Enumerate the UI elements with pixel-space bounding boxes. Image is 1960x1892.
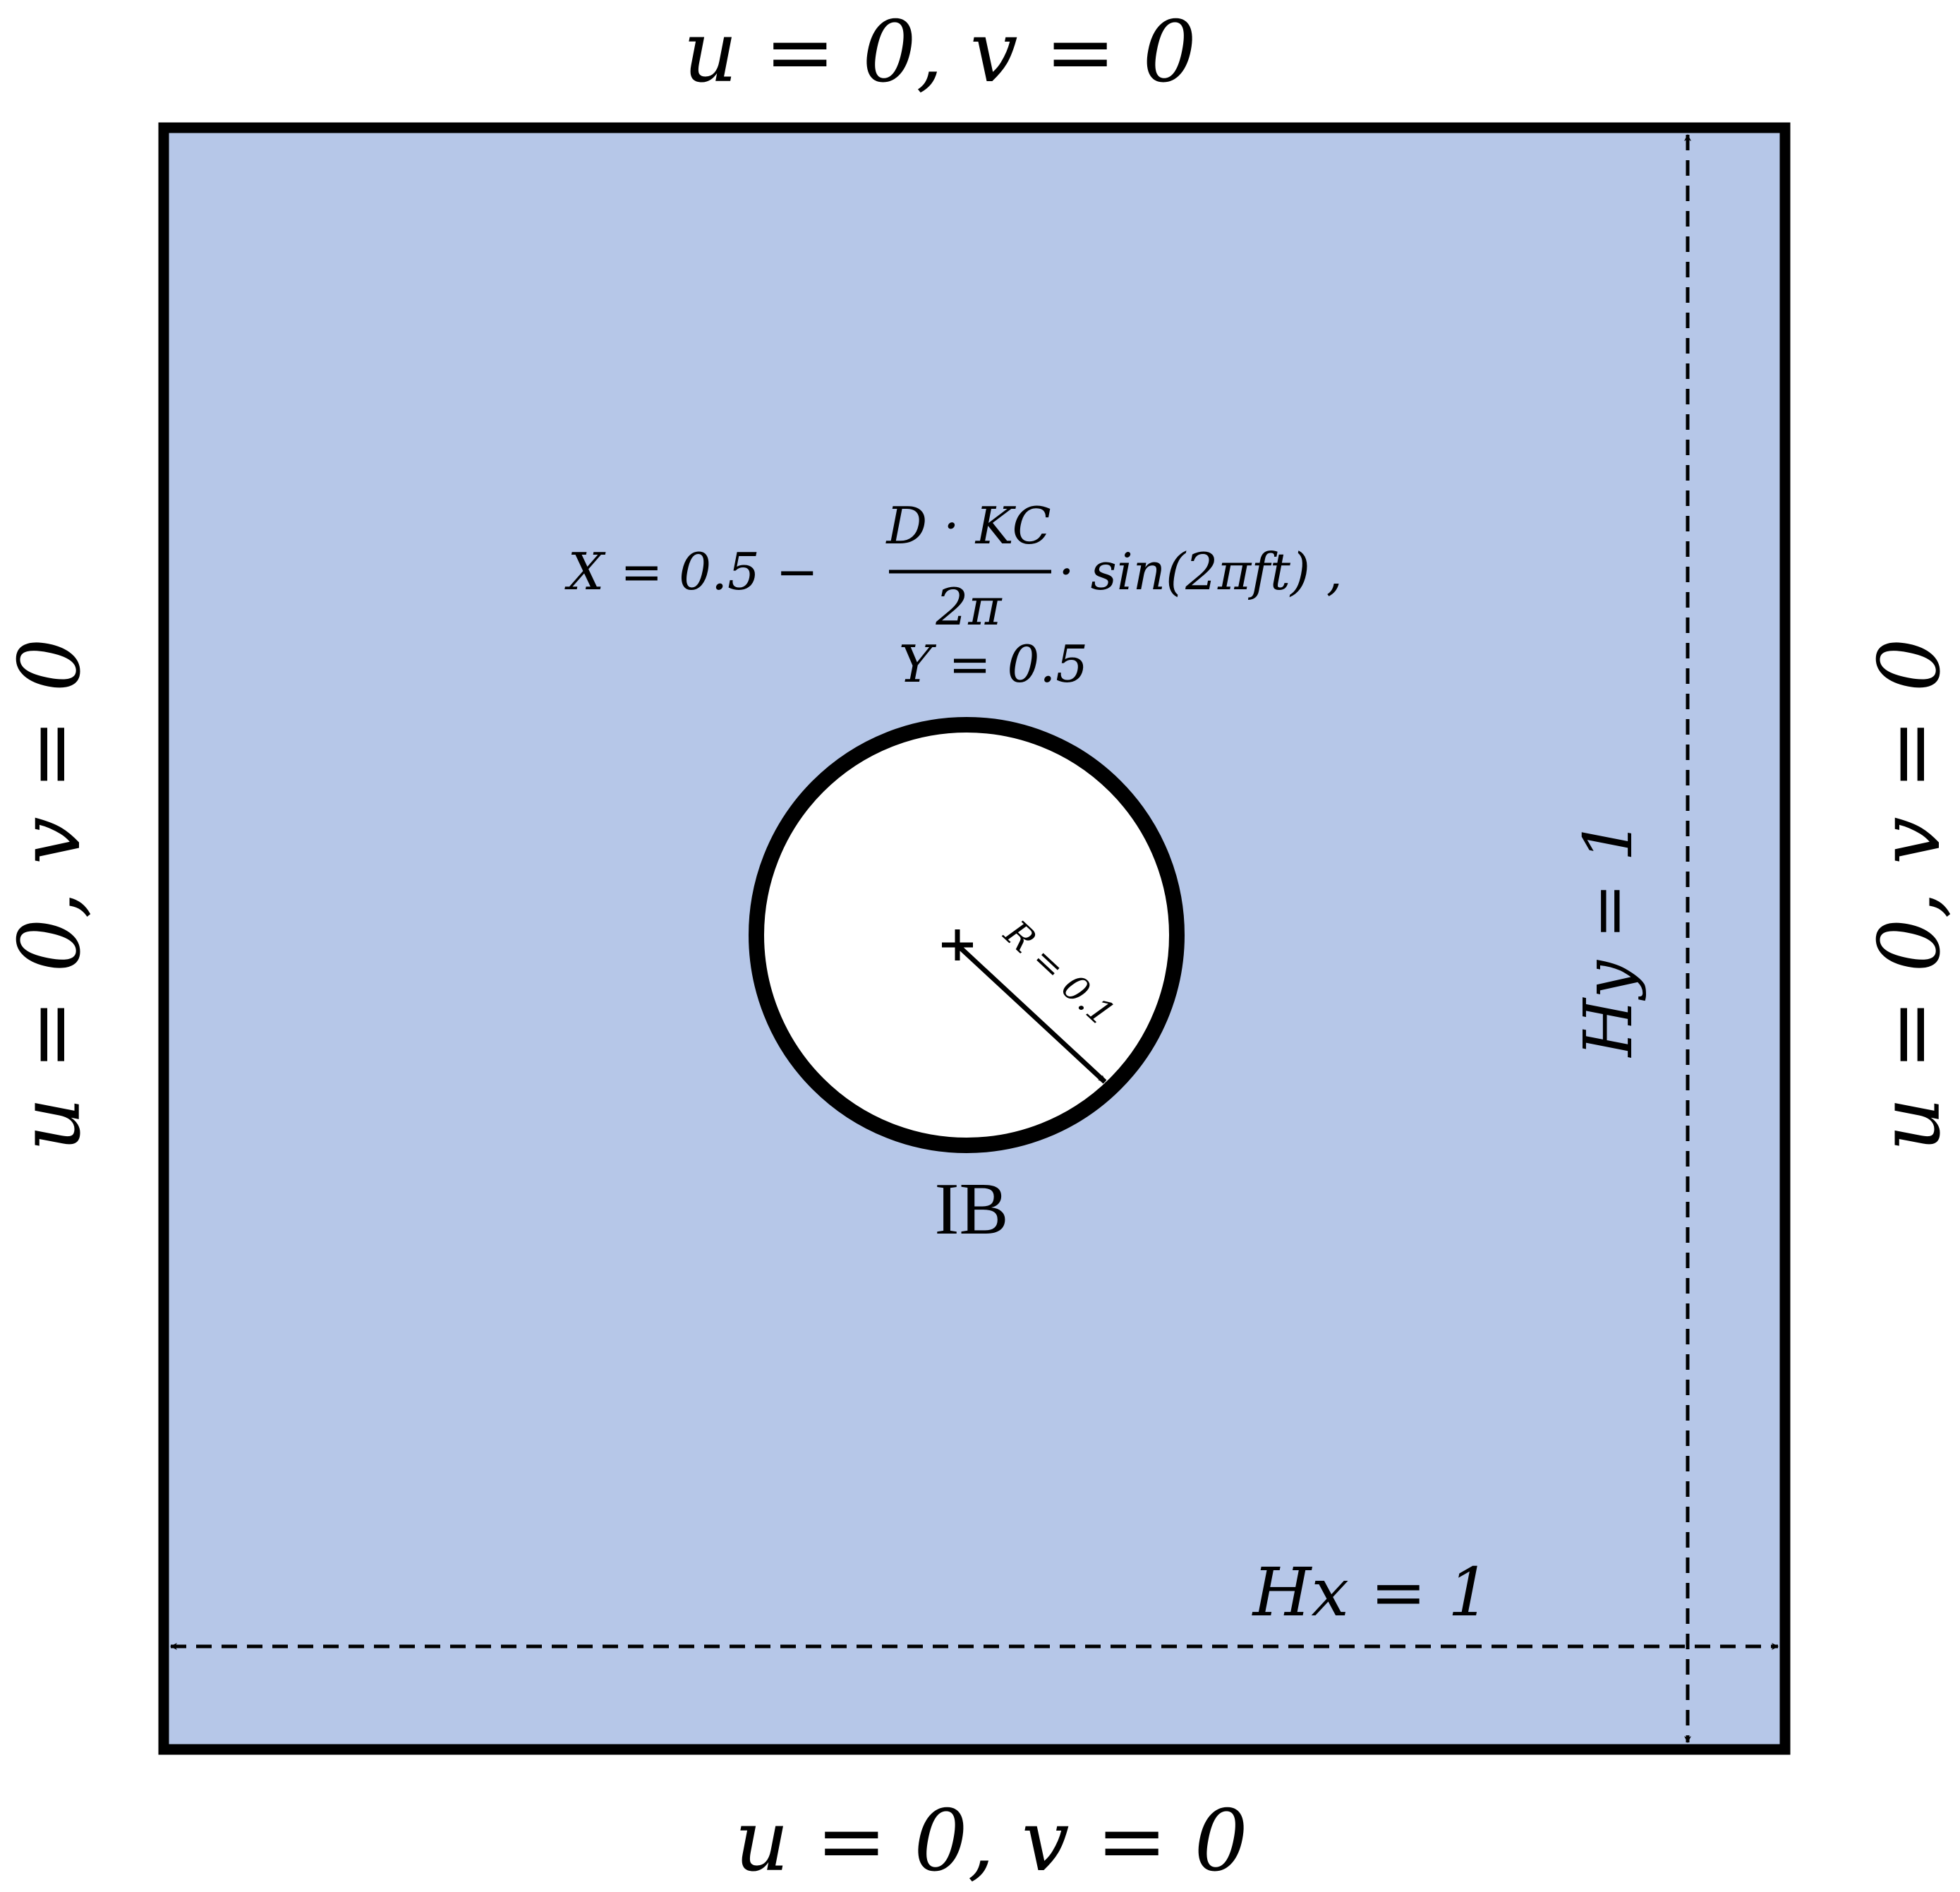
cylinder	[749, 717, 1185, 1153]
hx-label: Hx = 1	[1252, 1554, 1491, 1632]
bc-right: u = 0, v = 0	[1861, 638, 1959, 1152]
center-plus-icon	[942, 929, 973, 960]
bc-top: u = 0, v = 0	[683, 4, 1197, 102]
hy-label: Hy = 1	[1570, 819, 1647, 1059]
bc-left: u = 0, v = 0	[1, 638, 99, 1152]
motion-numerator: D · KC	[885, 496, 1051, 555]
radius-arrow	[957, 945, 1107, 1084]
motion-y: Y = 0.5	[899, 634, 1088, 694]
motion-x-lhs: X = 0.5 −	[564, 542, 818, 601]
motion-x-rhs: · sin(2πft) ,	[1058, 542, 1343, 601]
motion-denominator: 2π	[935, 577, 1003, 637]
ib-label: IB	[935, 1167, 1009, 1250]
bc-bottom: u = 0, v = 0	[734, 1792, 1248, 1891]
